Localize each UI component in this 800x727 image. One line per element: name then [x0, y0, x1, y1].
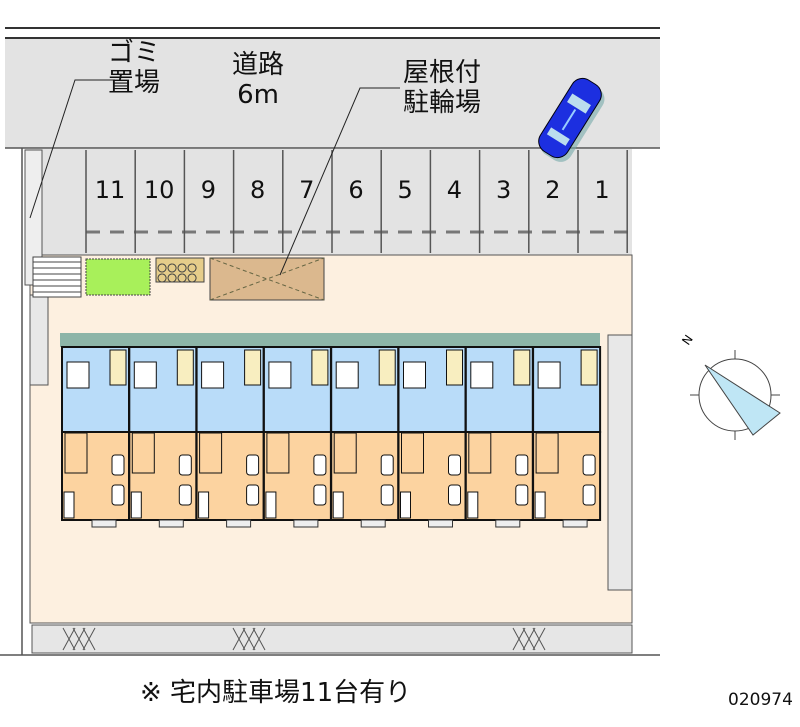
parking-stall-4: 4	[446, 176, 463, 204]
garbage-label: ゴミ 置場	[108, 38, 160, 98]
road-label: 道路 6m	[232, 50, 284, 110]
apartment-building	[60, 333, 602, 528]
apartment-unit	[397, 346, 467, 528]
garbage-leader-line	[29, 79, 115, 219]
compass-icon	[690, 350, 781, 440]
left-path	[29, 294, 49, 386]
garbage-label-line1: ゴミ	[108, 38, 161, 68]
bike-leader-line	[279, 87, 400, 276]
property-code: 020974	[728, 690, 793, 710]
parking-stall-6: 6	[348, 176, 364, 204]
parking-stall-8: 8	[249, 176, 266, 204]
apartment-unit	[330, 346, 400, 528]
garden	[85, 258, 151, 296]
apartment-unit	[128, 346, 198, 528]
stall-dividers	[85, 150, 628, 253]
bike-parking-label: 屋根付 駐輪場	[403, 58, 481, 118]
apartment-unit	[262, 346, 332, 528]
parking-stall-1: 1	[594, 176, 610, 204]
bike-label-line1: 屋根付	[403, 58, 482, 88]
stairs	[32, 256, 82, 298]
bike-label-line2: 駐輪場	[403, 88, 482, 118]
apartment-unit	[532, 346, 602, 528]
road-width: 6m	[237, 80, 279, 110]
apartment-unit	[464, 346, 534, 528]
apartment-unit	[61, 346, 130, 528]
bottom-strip	[0, 624, 660, 656]
parking-stall-9: 9	[200, 176, 217, 204]
parking-stall-5: 5	[397, 176, 413, 204]
parking-stall-3: 3	[495, 176, 512, 204]
bike-rack	[155, 257, 205, 283]
parking-stall-10: 10	[143, 176, 175, 204]
apartment-unit	[195, 346, 265, 528]
car-icon	[538, 77, 605, 162]
parking-stall-2: 2	[545, 176, 561, 204]
parking-note: ※ 宅内駐車場11台有り	[140, 678, 412, 708]
roofed-bicycle-parking	[209, 257, 325, 301]
garbage-label-line2: 置場	[108, 68, 161, 98]
parking-lot	[25, 149, 632, 255]
parking-stall-7: 7	[299, 176, 315, 204]
parking-stall-11: 11	[94, 176, 126, 204]
road-label-name: 道路	[232, 50, 285, 80]
side-path	[607, 334, 633, 591]
